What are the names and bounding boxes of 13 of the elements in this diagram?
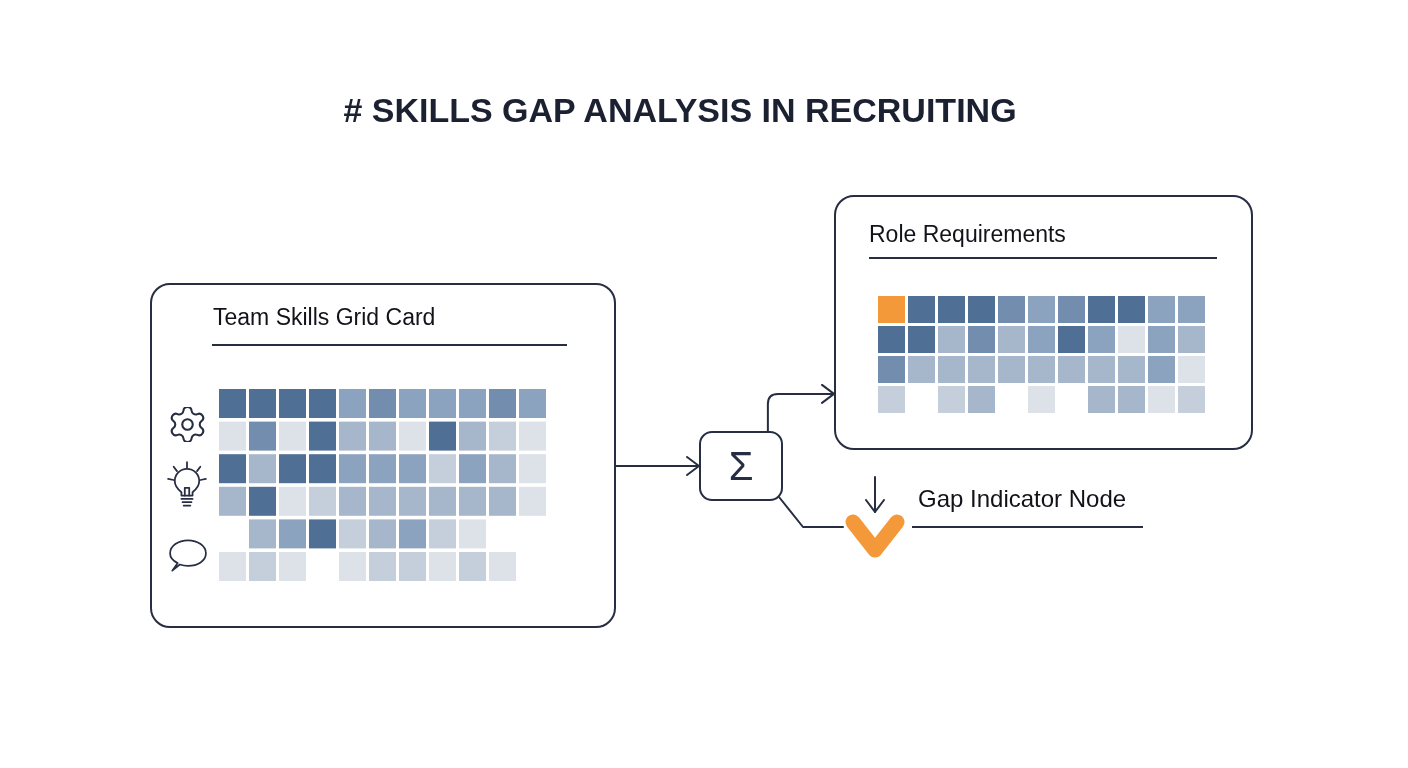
arrow: [865, 476, 885, 513]
sigma-symbol: Σ: [728, 444, 754, 488]
chevron-icon: [843, 512, 907, 560]
skills-card: [150, 283, 616, 628]
requirements-card: [834, 195, 1253, 450]
arrow: [766, 383, 835, 432]
card-heading: Team Skills Grid Card: [213, 303, 436, 331]
indicator-label: Gap Indicator Node: [918, 484, 1127, 513]
diagram-title: # SKILLS GAP ANALYSIS IN RECRUITING: [343, 90, 1017, 130]
sum-box: [699, 431, 783, 501]
card-heading: Role Requirements: [869, 220, 1066, 248]
arrow: [615, 456, 700, 476]
connector-line: [778, 496, 844, 528]
